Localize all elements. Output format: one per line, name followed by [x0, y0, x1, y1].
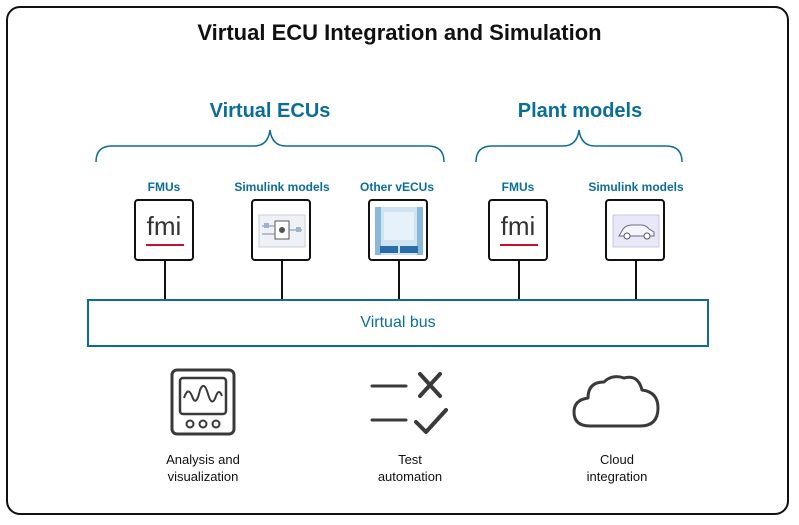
- fmi-underline: [500, 244, 538, 246]
- fmi-underline: [146, 244, 184, 246]
- diagram-title: Virtual ECU Integration and Simulation: [197, 20, 602, 45]
- ecu-label-other-vecus: Other vECUs: [359, 180, 435, 194]
- simulink-model-thumbnail-icon: [258, 214, 306, 248]
- fmi-logo-icon: fmi: [500, 211, 536, 241]
- ecu-box-other-vecus: [368, 199, 428, 261]
- feature-label-analysis: Analysis and visualization: [166, 452, 240, 484]
- group-title-virtual-ecus: Virtual ECUs: [209, 100, 331, 122]
- feature-label-cloud: Cloud integration: [586, 452, 648, 484]
- ecu-box-fmus-1: fmi: [134, 199, 194, 261]
- group-title-plant-models: Plant models: [517, 100, 643, 122]
- feature-label-test: Test automation: [377, 452, 443, 484]
- car-model-thumbnail-icon: [612, 214, 660, 248]
- ecu-label-simulink-2: Simulink models: [588, 180, 684, 194]
- fmi-logo-icon: fmi: [146, 211, 182, 241]
- connector-fmus-2: [518, 261, 520, 299]
- ecu-label-fmus-2: FMUs: [501, 180, 535, 194]
- ecu-box-fmus-2: fmi: [488, 199, 548, 261]
- virtual-bus-label: Virtual bus: [360, 314, 436, 331]
- oscilloscope-icon: [170, 368, 236, 436]
- connector-fmus-1: [164, 261, 166, 299]
- connector-other-vecus: [398, 261, 400, 299]
- connector-simulink-2: [635, 261, 637, 299]
- checklist-icon: [370, 372, 448, 434]
- cloud-icon: [572, 375, 660, 428]
- ecu-box-simulink-2: [605, 199, 665, 261]
- virtual-ecus-brace: [95, 129, 445, 163]
- virtual-bus: Virtual bus: [87, 299, 709, 347]
- plant-models-brace: [475, 129, 683, 163]
- ecu-label-fmus-1: FMUs: [147, 180, 181, 194]
- ecu-box-simulink-1: [251, 199, 311, 261]
- connector-simulink-1: [281, 261, 283, 299]
- vecu-thumbnail-icon: [375, 207, 423, 255]
- ecu-label-simulink-1: Simulink models: [234, 180, 330, 194]
- diagram-frame: [6, 6, 789, 515]
